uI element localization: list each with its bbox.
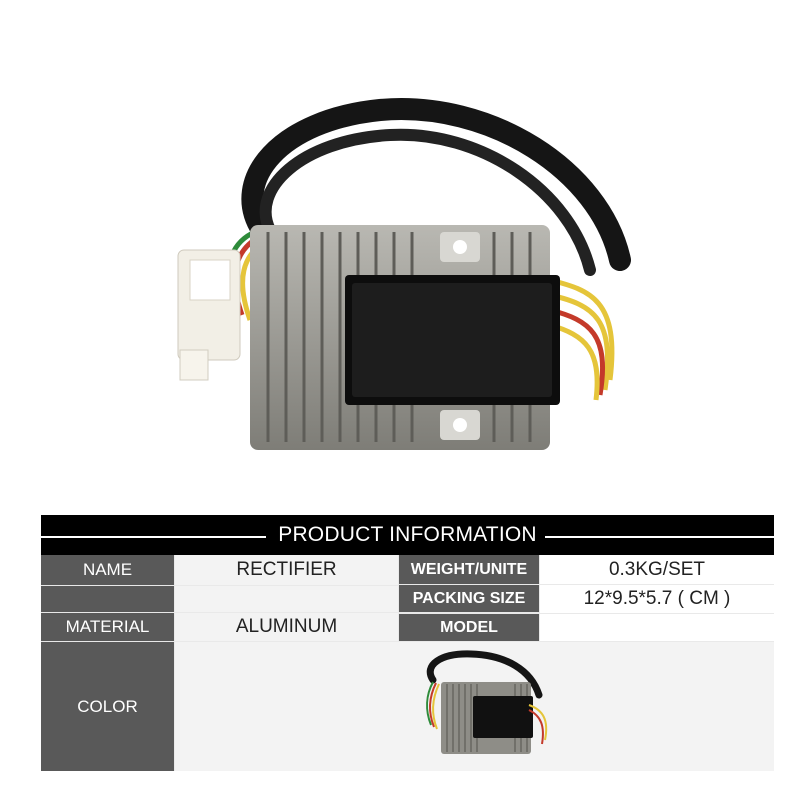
name-label: NAME	[41, 555, 174, 585]
product-photo	[177, 98, 631, 450]
weight-label: WEIGHT/UNITE	[399, 555, 539, 584]
model-label: MODEL	[399, 614, 539, 641]
color-label: COLOR	[41, 642, 174, 771]
weight-value: 0.3KG/SET	[540, 555, 774, 584]
header-rule-left	[41, 536, 266, 538]
product-thumbnail	[426, 650, 548, 754]
name-value-spacer	[175, 586, 398, 612]
product-information-table: PRODUCT INFORMATION NAME RECTIFIER WEIGH…	[41, 515, 774, 771]
table-header: PRODUCT INFORMATION	[41, 515, 774, 555]
table-title: PRODUCT INFORMATION	[270, 523, 545, 547]
model-value	[540, 614, 774, 641]
packing-size-value: 12*9.5*5.7 ( CM )	[540, 585, 774, 613]
material-label: MATERIAL	[41, 613, 174, 641]
name-label-spacer	[41, 586, 174, 612]
packing-size-label: PACKING SIZE	[399, 585, 539, 612]
name-value: RECTIFIER	[175, 555, 398, 585]
material-value: ALUMINUM	[175, 613, 398, 641]
header-rule-right	[541, 536, 774, 538]
